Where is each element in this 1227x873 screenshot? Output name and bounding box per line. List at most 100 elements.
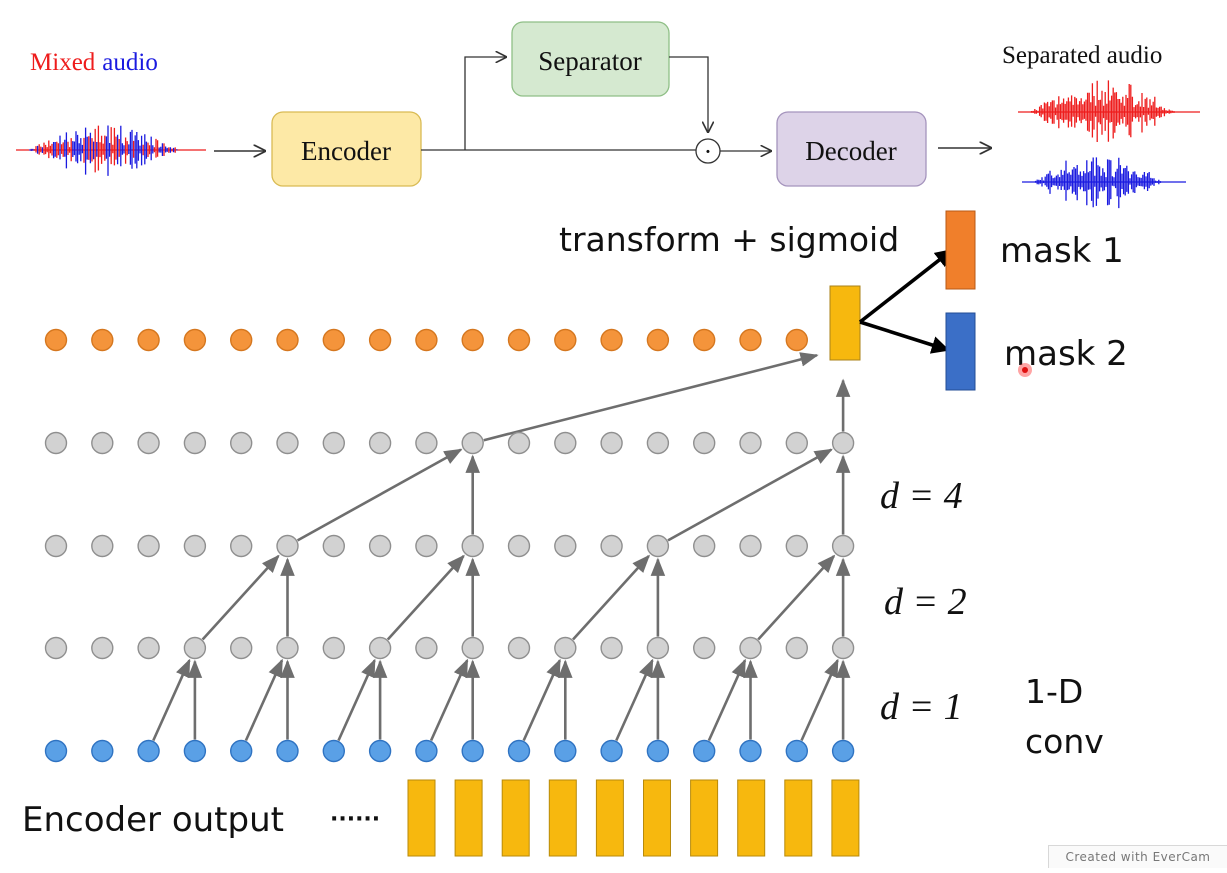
gray-node-layer1 [137, 636, 160, 660]
blue-input-node [137, 739, 160, 763]
encoder-output-bar [595, 779, 624, 857]
gray-node-layer2 [183, 534, 207, 558]
encoder-output-bars [407, 779, 860, 857]
conv-d1-connection [244, 658, 284, 742]
encoder-box: Encoder [271, 111, 422, 187]
arrow-to-mask-2 [859, 320, 950, 354]
orange-node [785, 328, 808, 352]
blue-input-node [507, 739, 531, 763]
conv-d1-connection [522, 658, 561, 742]
conv-d1-connection [800, 658, 839, 742]
conv-d1-connection [152, 658, 191, 742]
blue-input-node [739, 739, 762, 763]
orange-node [229, 328, 253, 352]
mask-1-label: mask 1 [1000, 231, 1124, 271]
gray-node-layer2 [44, 534, 68, 558]
gray-node-layer2 [276, 534, 299, 558]
separated-audio-waveform-blue [1022, 157, 1186, 209]
orange-node [554, 328, 577, 352]
orange-node [322, 328, 345, 352]
encoder-output-bar [548, 779, 577, 857]
encoder-output-bar [831, 779, 860, 857]
conv-d8-connection [483, 352, 819, 442]
gray-node-layer2 [693, 534, 716, 558]
orange-node [91, 328, 114, 352]
blue-wave-trace [1034, 157, 1163, 209]
conv-d2-connection [201, 554, 280, 641]
blue-input-node [322, 739, 345, 763]
gray-node-layer1 [91, 636, 114, 660]
blue-input-node [415, 739, 438, 763]
orange-node [44, 328, 68, 352]
orange-node [507, 328, 531, 352]
gray-node-layer3 [831, 431, 855, 455]
gray-node-layer3 [229, 431, 253, 455]
gray-node-layer1 [276, 636, 299, 660]
gray-node-layer1 [368, 636, 392, 660]
conv-d1-connection [707, 658, 747, 742]
gray-node-layer3 [137, 431, 160, 455]
orange-node [276, 328, 299, 352]
orange-node [646, 328, 670, 352]
gray-node-layer3 [461, 431, 484, 455]
gray-node-layer3 [44, 431, 68, 455]
ellipsis-dots: ······ [330, 807, 380, 832]
encoder-output-bar [407, 779, 436, 857]
conv-d2-connection [386, 554, 465, 641]
gray-node-layer2 [507, 534, 531, 558]
cursor-icon [1018, 363, 1032, 377]
gray-node-layer1 [183, 636, 207, 660]
separated-audio-label: Separated audio [1002, 42, 1162, 69]
encoder-label: Encoder [301, 136, 391, 166]
encoder-output-bar [737, 779, 766, 857]
dilation-4-label: d = 4 [880, 475, 963, 517]
watermark-evercam: Created with EverCam [1048, 845, 1227, 868]
gray-node-layer2 [461, 534, 484, 558]
orange-node [183, 328, 207, 352]
blue-input-node [461, 739, 484, 763]
gray-node-layer2 [229, 534, 253, 558]
encoder-output-label: Encoder output [22, 800, 284, 840]
gray-node-layer2 [831, 534, 855, 558]
orange-node [739, 328, 762, 352]
separator-box: Separator [511, 21, 670, 97]
gray-node-layer3 [646, 431, 670, 455]
gray-node-layer1 [461, 636, 484, 660]
encoder-output-bar [501, 779, 530, 857]
separated-audio-waveform-red [1018, 80, 1200, 142]
blue-input-node [368, 739, 392, 763]
gray-node-layer2 [600, 534, 623, 558]
output-vector-bar [829, 285, 861, 361]
blue-input-node [831, 739, 855, 763]
gray-node-layer3 [693, 431, 716, 455]
blue-input-node [554, 739, 577, 763]
separator-to-multiply-arrow [669, 56, 708, 133]
blue-input-node [693, 739, 716, 763]
gray-node-layer2 [368, 534, 392, 558]
gray-node-layer1 [646, 636, 670, 660]
orange-node [415, 328, 438, 352]
gray-node-layer3 [554, 431, 577, 455]
gray-node-layer2 [415, 534, 438, 558]
dilated-conv-connections [152, 352, 851, 742]
blue-input-node [44, 739, 68, 763]
arrow-to-mask-1 [858, 248, 954, 324]
gray-node-layer1 [229, 636, 253, 660]
blue-input-node [600, 739, 623, 763]
gray-node-layer1 [44, 636, 68, 660]
gray-node-layer3 [91, 431, 114, 455]
gray-node-layer1 [600, 636, 623, 660]
orange-node [600, 328, 623, 352]
gray-node-layer1 [507, 636, 531, 660]
gray-node-layer2 [739, 534, 762, 558]
dilated-conv-nodes [44, 328, 855, 763]
gray-node-layer2 [322, 534, 345, 558]
conv-d1-connection [337, 658, 376, 742]
gray-node-layer2 [646, 534, 670, 558]
gray-node-layer3 [276, 431, 299, 455]
gray-node-layer1 [554, 636, 577, 660]
conv-d2-connection [572, 554, 651, 641]
mask-2-bar [945, 312, 976, 391]
